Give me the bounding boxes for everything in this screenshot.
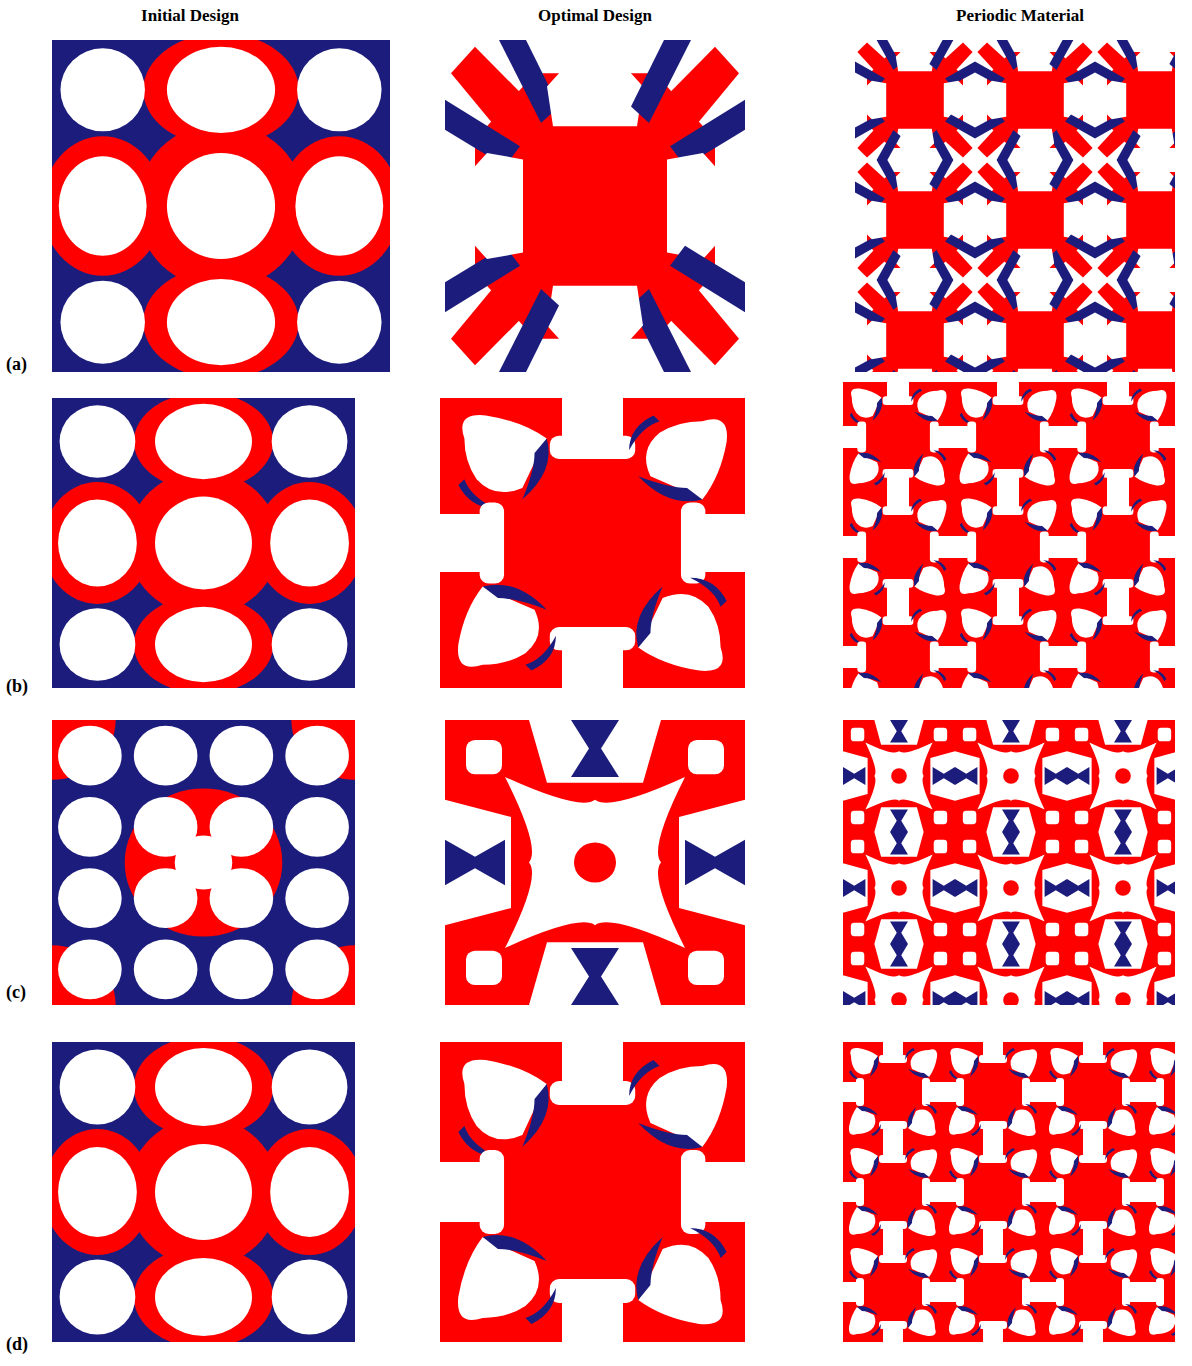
periodic-material bbox=[855, 40, 1175, 372]
column-header: Periodic Material bbox=[956, 6, 1084, 26]
column-header: Optimal Design bbox=[538, 6, 652, 26]
optimal-design bbox=[445, 40, 745, 372]
panel-label: (d) bbox=[6, 1334, 28, 1356]
initial-design bbox=[43, 392, 364, 694]
optimal-design bbox=[440, 398, 745, 688]
panel-label: (a) bbox=[6, 354, 27, 376]
initial-design bbox=[0, 660, 419, 1065]
periodic-material bbox=[843, 720, 1175, 1005]
periodic-material bbox=[843, 1042, 1175, 1342]
optimal-design bbox=[440, 1042, 745, 1342]
periodic-material bbox=[843, 382, 1175, 688]
initial-design bbox=[43, 1036, 364, 1348]
column-header: Initial Design bbox=[141, 6, 239, 26]
optimal-design bbox=[445, 720, 745, 1005]
panel-label: (b) bbox=[6, 676, 28, 698]
panel-label: (c) bbox=[6, 982, 26, 1004]
initial-design bbox=[42, 33, 400, 378]
